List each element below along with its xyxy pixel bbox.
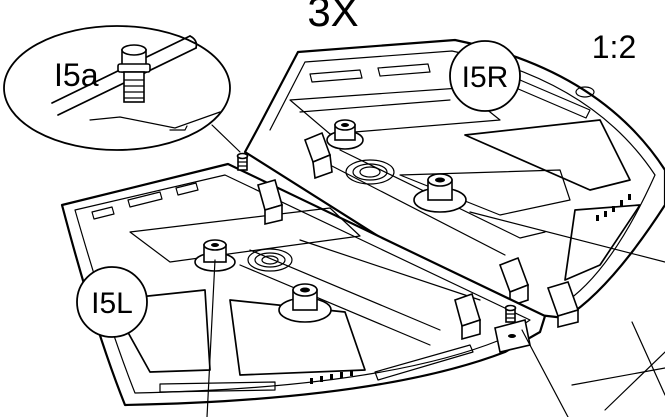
label-i5l-text: I5L — [91, 287, 133, 320]
label-i5r-text: I5R — [462, 61, 509, 94]
scale-label: 1:2 — [592, 29, 636, 65]
boss-right-upper — [326, 119, 364, 150]
quantity-label: 3X — [307, 0, 358, 35]
label-i5r: I5R — [449, 40, 521, 112]
leader-lines — [206, 211, 665, 417]
pin-upper — [236, 152, 249, 171]
label-i5l: I5L — [76, 266, 148, 338]
boss-right-center — [413, 173, 467, 213]
clip-right-3 — [546, 281, 580, 329]
detail-callout — [3, 25, 241, 153]
ring-left — [247, 248, 293, 272]
clip-right-1 — [303, 131, 333, 180]
boss-left-center — [278, 283, 332, 323]
ring-right — [345, 159, 395, 185]
clip-left-2 — [454, 292, 481, 341]
clip-left-1 — [257, 179, 283, 226]
label-i5a: I5a — [54, 57, 99, 93]
right-plate-i5r — [243, 38, 665, 329]
left-plate-i5l — [60, 162, 547, 407]
detail-pin — [117, 44, 151, 103]
